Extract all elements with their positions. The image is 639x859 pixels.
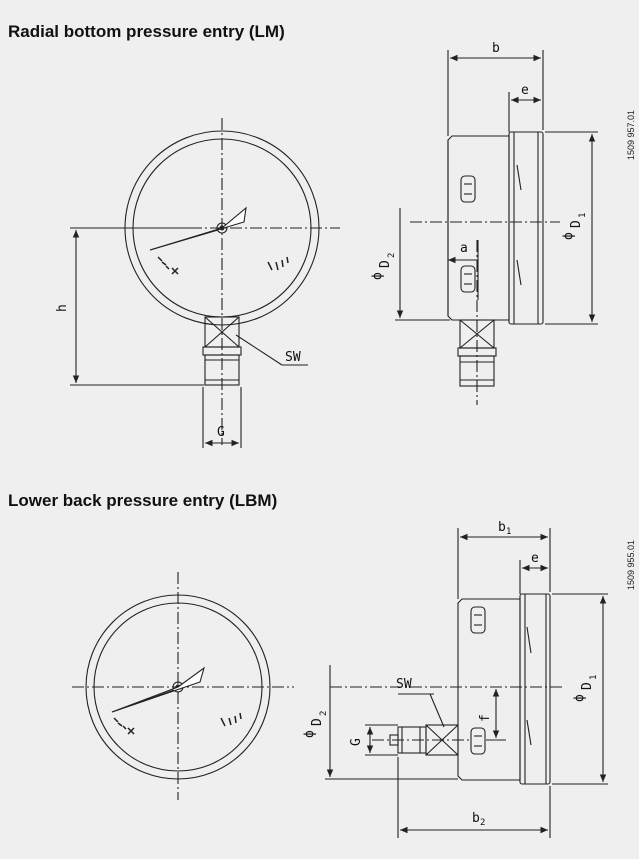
label-b2: b xyxy=(472,811,480,826)
label-a: a xyxy=(460,241,468,256)
label-f: f xyxy=(478,714,493,722)
label-phi-d2-top: ϕ xyxy=(370,272,385,280)
label-b1: b xyxy=(498,520,506,535)
label-d1-bottom: D xyxy=(580,682,595,690)
label-h: h xyxy=(55,304,70,312)
dimension-labels: h G SW b e a ϕ D 1 ϕ D 2 b 1 e f SW G b … xyxy=(55,41,599,828)
label-sw-top: SW xyxy=(285,350,301,365)
label-phi-d2-bottom: ϕ xyxy=(302,730,317,738)
label-phi-d1-top: ϕ xyxy=(561,232,576,240)
label-d2-sub-bottom: 2 xyxy=(319,711,329,716)
label-sw-bottom: SW xyxy=(396,677,412,692)
label-d1-top: D xyxy=(569,220,584,228)
label-b: b xyxy=(492,41,500,56)
section-title-lm: Radial bottom pressure entry (LM) xyxy=(8,22,285,41)
label-d1-sub-bottom: 1 xyxy=(589,675,599,680)
label-e-top: e xyxy=(521,83,529,98)
label-d2-sub-top: 2 xyxy=(387,253,397,258)
label-d1-sub-top: 1 xyxy=(578,213,588,218)
gauge-front-view-lbm xyxy=(72,572,294,800)
label-b1-sub: 1 xyxy=(506,527,511,537)
gauge-side-view-lm xyxy=(395,50,598,405)
section-title-lbm: Lower back pressure entry (LBM) xyxy=(8,491,278,510)
label-b2-sub: 2 xyxy=(480,818,485,828)
label-d2-top: D xyxy=(378,260,393,268)
label-e-bottom: e xyxy=(531,551,539,566)
label-phi-d1-bottom: ϕ xyxy=(572,694,587,702)
label-d2-bottom: D xyxy=(310,718,325,726)
label-g-bottom: G xyxy=(349,738,364,746)
gauge-side-view-lbm xyxy=(325,528,608,838)
gauge-front-view-lm xyxy=(70,118,340,448)
label-g-top: G xyxy=(217,425,225,440)
